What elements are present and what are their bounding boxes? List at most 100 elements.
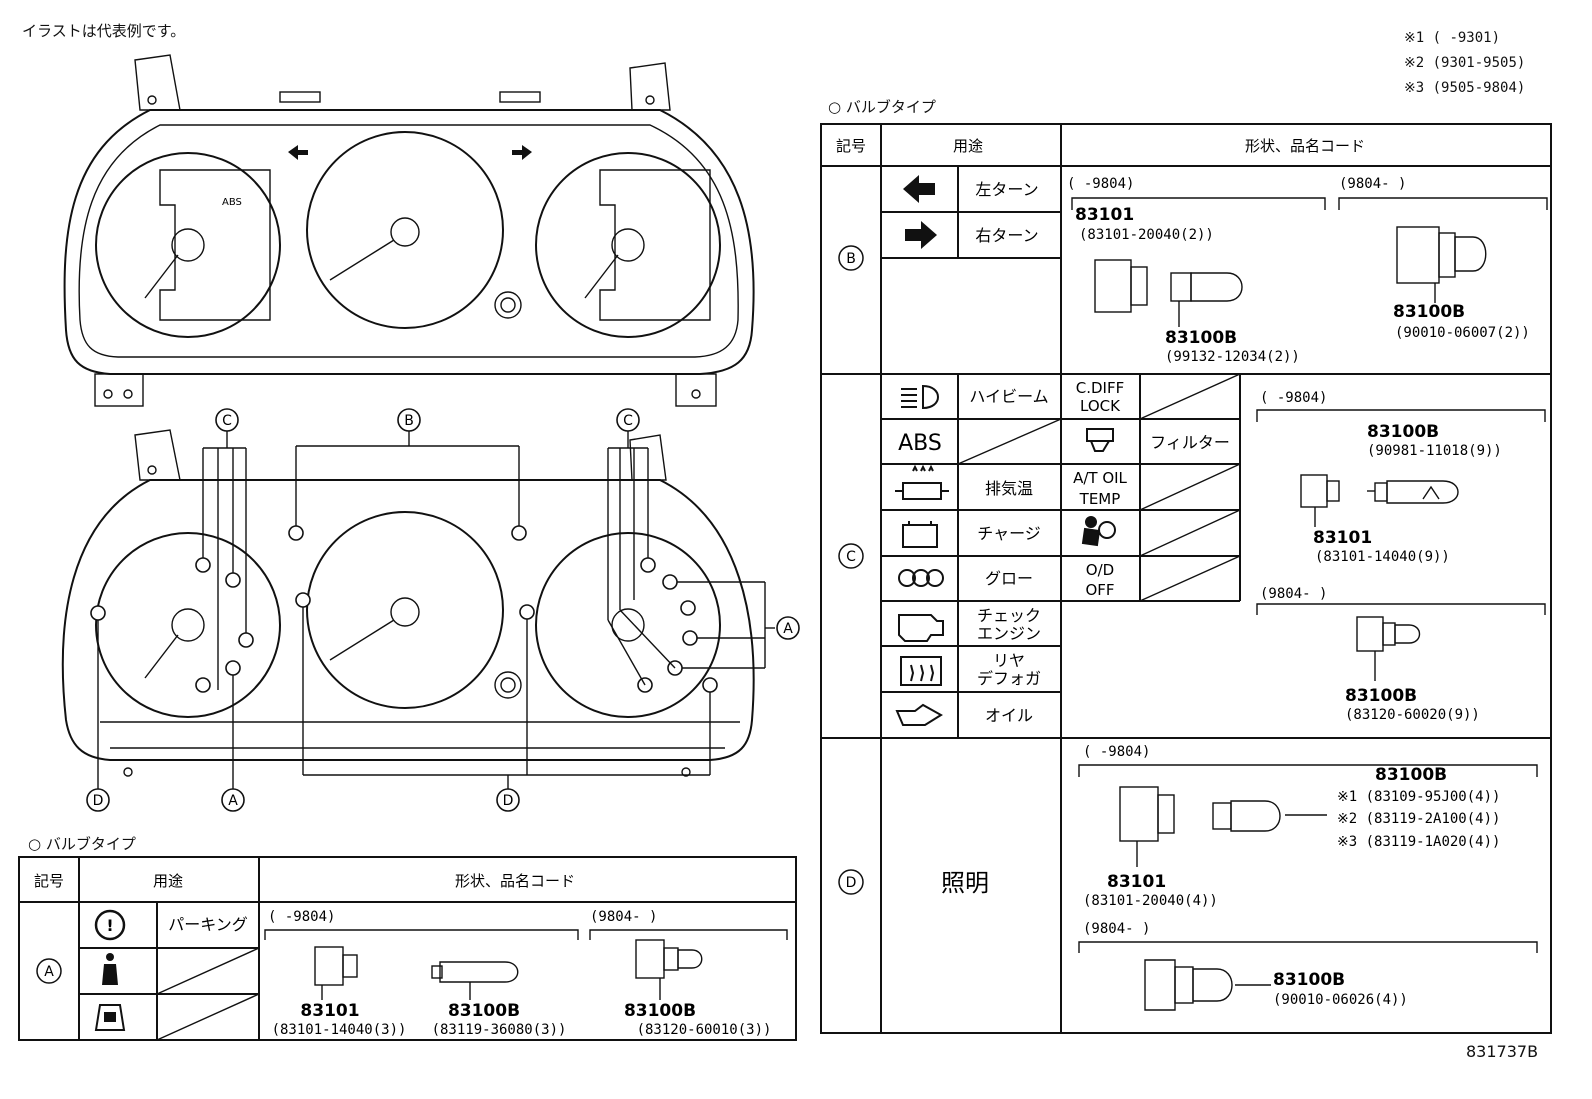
bulb-type-title: バルブタイプ [45,835,136,853]
code-83100b-a-late: (83120-60010(3)) [637,1022,772,1038]
use-right-turn: 右ターン [975,226,1038,245]
oil-pressure-icon [895,703,943,726]
range-b-early: ( -9804) [1067,176,1134,192]
filter-icon [1086,428,1114,452]
symbol-d: D [846,875,857,891]
svg-text:OFF: OFF [1085,581,1114,599]
svg-text:!: ! [106,916,113,935]
code-83101-c: (83101-14040(9)) [1315,549,1450,565]
part-83100b-d-late: 83100B [1273,970,1345,990]
code-83100b-c: (90981-11018(9)) [1367,443,1502,459]
period-1: ※1 ( -9301) [1404,30,1501,46]
part-83101-b: 83101 [1075,205,1134,225]
callout-a-bottom: A [228,793,238,809]
use-filter: フィルター [1150,433,1230,452]
code-83100b-d-late: (90010-06026(4)) [1273,992,1408,1008]
use-exhaust-temp: 排気温 [985,479,1033,498]
check-engine-icon [898,614,944,642]
part-83101-d: 83101 [1107,872,1166,892]
symbol-a: A [44,964,54,980]
cluster-rear-view: C B C A D A D [61,408,800,812]
use-oil: オイル [985,706,1033,725]
use-glow: グロー [985,569,1033,588]
use-charge: チャージ [977,524,1041,543]
part-83100b-c-late: 83100B [1345,686,1417,706]
bulb-type-caption-left: ○ バルブタイプ [28,835,136,853]
header-symbol: 記号 [34,872,64,890]
header-shape: 形状、品名コード [455,872,575,890]
callout-d-left: D [93,793,104,809]
socket-83101-d [1119,786,1175,867]
callout-b: B [404,413,414,429]
glow-plug-icon [898,569,944,587]
rear-defogger-icon [900,656,942,686]
header-use-right: 用途 [953,137,983,155]
symbol-b: B [846,251,856,267]
code-83100b-b-late: (90010-06007(2)) [1395,325,1530,341]
seatbelt-icon [102,953,118,985]
part-83101-c: 83101 [1313,528,1372,548]
drawing-number: 831737B [1466,1042,1539,1061]
code-83101-a: (83101-14040(3)) [272,1022,407,1038]
bulb-code-d-2: ※2 (83119-2A100(4)) [1337,811,1500,827]
code-83101-d: (83101-20040(4)) [1083,893,1218,909]
bulb-code-d-1: ※1 (83109-95J00(4)) [1337,789,1500,805]
door-open-icon [94,1004,126,1031]
range-d-late: (9804- ) [1083,921,1150,937]
part-83100b-b-late: 83100B [1393,302,1465,322]
left-turn-arrow-icon [288,145,308,160]
part-83100b-a: 83100B [448,1001,520,1021]
svg-text:リヤ: リヤ [993,651,1025,670]
socket-83101-a [314,946,358,1000]
bulb-socket-83100b-b-late [1396,226,1487,303]
callout-a-right: A [783,621,793,637]
high-beam-icon [901,384,939,410]
bulb-socket-83100b-a-late [635,939,703,1000]
right-turn-arrow-icon [512,145,532,160]
code-83100b-c-late: (83120-60020(9)) [1345,707,1480,723]
callout-d-center: D [503,793,514,809]
parking-brake-icon: ! [94,909,126,941]
range-d-early: ( -9804) [1083,744,1150,760]
table-a: 記号 用途 形状、品名コード A ! パーキング ( -9804) (9804-… [18,856,797,1041]
header-shape-right: 形状、品名コード [1245,137,1365,155]
symbol-c: C [846,549,856,565]
code-83100b-b: (99132-12034(2)) [1165,349,1300,365]
range-c-late: (9804- ) [1260,586,1327,602]
code-83100b-a: (83119-36080(3)) [432,1022,567,1038]
svg-text:デフォガ: デフォガ [977,669,1041,688]
use-parking: パーキング [168,915,248,934]
part-83100b-c: 83100B [1367,422,1439,442]
table-bcd: 記号 用途 形状、品名コード B 左ターン 右ターン ( -9804) (980… [820,123,1552,1034]
illustration-note: イラストは代表例です。 [22,22,186,40]
use-high-beam: ハイビーム [969,387,1048,406]
charge-battery-icon [902,521,938,548]
abs-gauge-label: ABS [222,197,242,208]
bulb-83100b-c [1367,480,1459,504]
range-a-early: ( -9804) [268,909,335,925]
period-3: ※3 (9505-9804) [1404,80,1526,96]
cluster-drawings: ABS [61,54,800,812]
bulb-code-d-3: ※3 (83119-1A020(4)) [1337,834,1500,850]
socket-83101-b [1094,259,1148,313]
socket-83101-c [1300,474,1340,527]
cluster-front-view: ABS [63,54,755,407]
range-a-late: (9804- ) [590,909,657,925]
code-83101-b: (83101-20040(2)) [1079,227,1214,243]
header-use: 用途 [153,872,183,890]
svg-text:LOCK: LOCK [1080,397,1121,415]
od-off-label: O/D OFF [1085,561,1114,599]
range-c-early: ( -9804) [1260,390,1327,406]
svg-text:チェック: チェック [977,606,1041,625]
period-legend: ※1 ( -9301) ※2 (9301-9505) ※3 (9505-9804… [1404,26,1525,101]
bulb-socket-83100b-c-late [1356,616,1421,681]
bulb-type-title: バルブタイプ [845,98,936,116]
svg-text:O/D: O/D [1086,561,1114,579]
bulb-83100b-a [431,961,519,1000]
header-symbol-right: 記号 [836,137,866,155]
bulb-name-d: 83100B [1375,765,1447,785]
bulb-type-caption-right: ○ バルブタイプ [828,98,936,116]
